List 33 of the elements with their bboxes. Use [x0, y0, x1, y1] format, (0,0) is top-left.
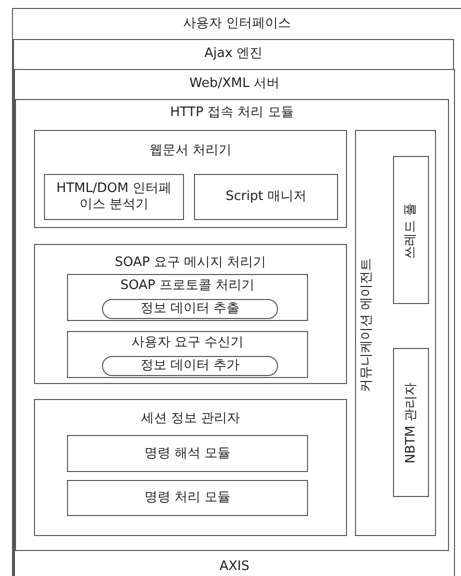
box-title: 세션 정보 관리자: [140, 411, 242, 427]
rounded-label-box: [102, 356, 278, 376]
container-box: [34, 130, 347, 228]
module-title: Script 매니저: [224, 189, 308, 205]
module-title: HTML/DOM 인터페이스 분석기: [55, 181, 173, 213]
container-box: [34, 244, 347, 384]
module-box: [194, 174, 338, 220]
module-box: [67, 435, 308, 472]
box-title: SOAP 프로토콜 처리기: [119, 278, 256, 294]
box-title: Ajax 엔진: [203, 46, 264, 62]
module-title: 정보 데이터 추출: [139, 301, 241, 317]
box-title: HTTP 접속 처리 모듈: [169, 105, 295, 121]
module-title: 명령 해석 모듈: [143, 446, 232, 462]
module-title: 커뮤니케이션 에이전트: [359, 258, 375, 392]
module-box: [393, 156, 429, 304]
box-title: 웹문서 처리기: [148, 143, 233, 159]
box-title: 사용자 인터페이스: [182, 16, 292, 32]
module-box: [67, 480, 308, 516]
rounded-label-box: [102, 299, 278, 319]
module-title: NBTM 관리자: [403, 382, 419, 464]
module-box: [355, 130, 436, 536]
module-title: 명령 처리 모듈: [143, 490, 232, 506]
box-title: Web/XML 서버: [188, 76, 281, 92]
box-title: 사용자 요구 수신기: [130, 335, 245, 351]
module-title: 정보 데이터 추가: [139, 358, 241, 374]
module-box: [393, 348, 429, 497]
module-title: 쓰레드 풀: [403, 202, 419, 260]
container-box: [67, 331, 308, 378]
box-title: SOAP 요구 메시지 처리기: [114, 255, 268, 271]
container-box: [34, 399, 347, 536]
container-box: [67, 274, 308, 321]
module-box: [44, 174, 184, 220]
box-footer-text: AXIS: [218, 559, 250, 575]
